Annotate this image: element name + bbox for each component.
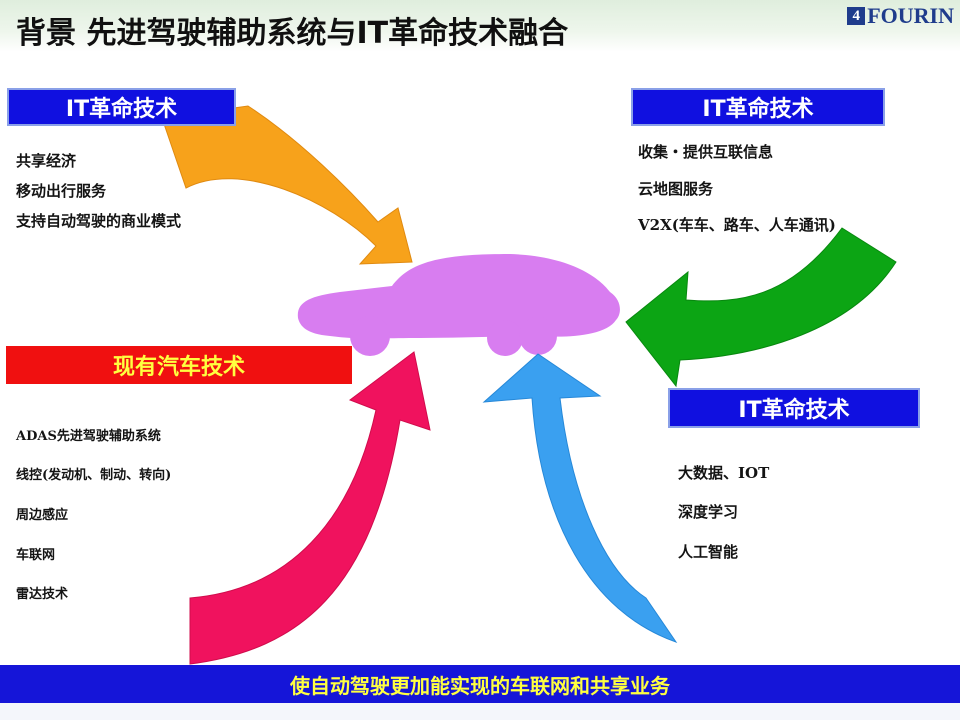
- logo-mark: 4: [847, 7, 866, 25]
- bottom-left-item: 线控(发动机、制动、转向): [16, 468, 172, 483]
- top-right-item: 收集・提供互联信息: [638, 143, 774, 161]
- title-bar: 背景 先进驾驶辅助系统与IT革命技术融合 4 FOURIN: [0, 0, 960, 52]
- bottom-left-item: ADAS先进驾驶辅助系统: [16, 429, 161, 444]
- footer-bar: 使自动驾驶更加能实现的车联网和共享业务: [0, 665, 960, 703]
- top-right-header: IT革命技术: [631, 88, 885, 126]
- arrow-top-left: [161, 105, 413, 265]
- bottom-left-item: 周边感应: [16, 508, 69, 523]
- top-right-item: V2X(车车、路车、人车通讯): [638, 216, 836, 234]
- bottom-right-item: 深度学习: [678, 503, 739, 521]
- top-left-header: IT革命技术: [7, 88, 236, 126]
- footer-text: 使自动驾驶更加能实现的车联网和共享业务: [290, 673, 670, 698]
- arrow-top-right: [625, 227, 897, 388]
- bottom-right-header: IT革命技术: [668, 388, 920, 428]
- arrow-bottom-right: [482, 353, 678, 643]
- arrow-bottom-left: [189, 351, 431, 665]
- bottom-left-item: 雷达技术: [16, 587, 69, 602]
- bottom-right-item: 大数据、IOT: [678, 464, 770, 482]
- top-right-item: 云地图服务: [638, 180, 714, 198]
- top-left-item: 共享经济: [16, 152, 77, 170]
- slide-title: 背景 先进驾驶辅助系统与IT革命技术融合: [16, 16, 569, 51]
- bottom-left-item: 车联网: [16, 548, 56, 563]
- top-left-item: 移动出行服务: [16, 182, 107, 200]
- car-shape: [297, 254, 620, 356]
- bottom-right-item: 人工智能: [678, 543, 739, 561]
- fourin-logo: 4 FOURIN: [847, 3, 954, 28]
- top-left-item: 支持自动驾驶的商业模式: [16, 212, 182, 230]
- logo-text: FOURIN: [867, 3, 954, 28]
- bottom-left-header: 现有汽车技术: [6, 346, 352, 384]
- bottom-strip: [0, 703, 960, 720]
